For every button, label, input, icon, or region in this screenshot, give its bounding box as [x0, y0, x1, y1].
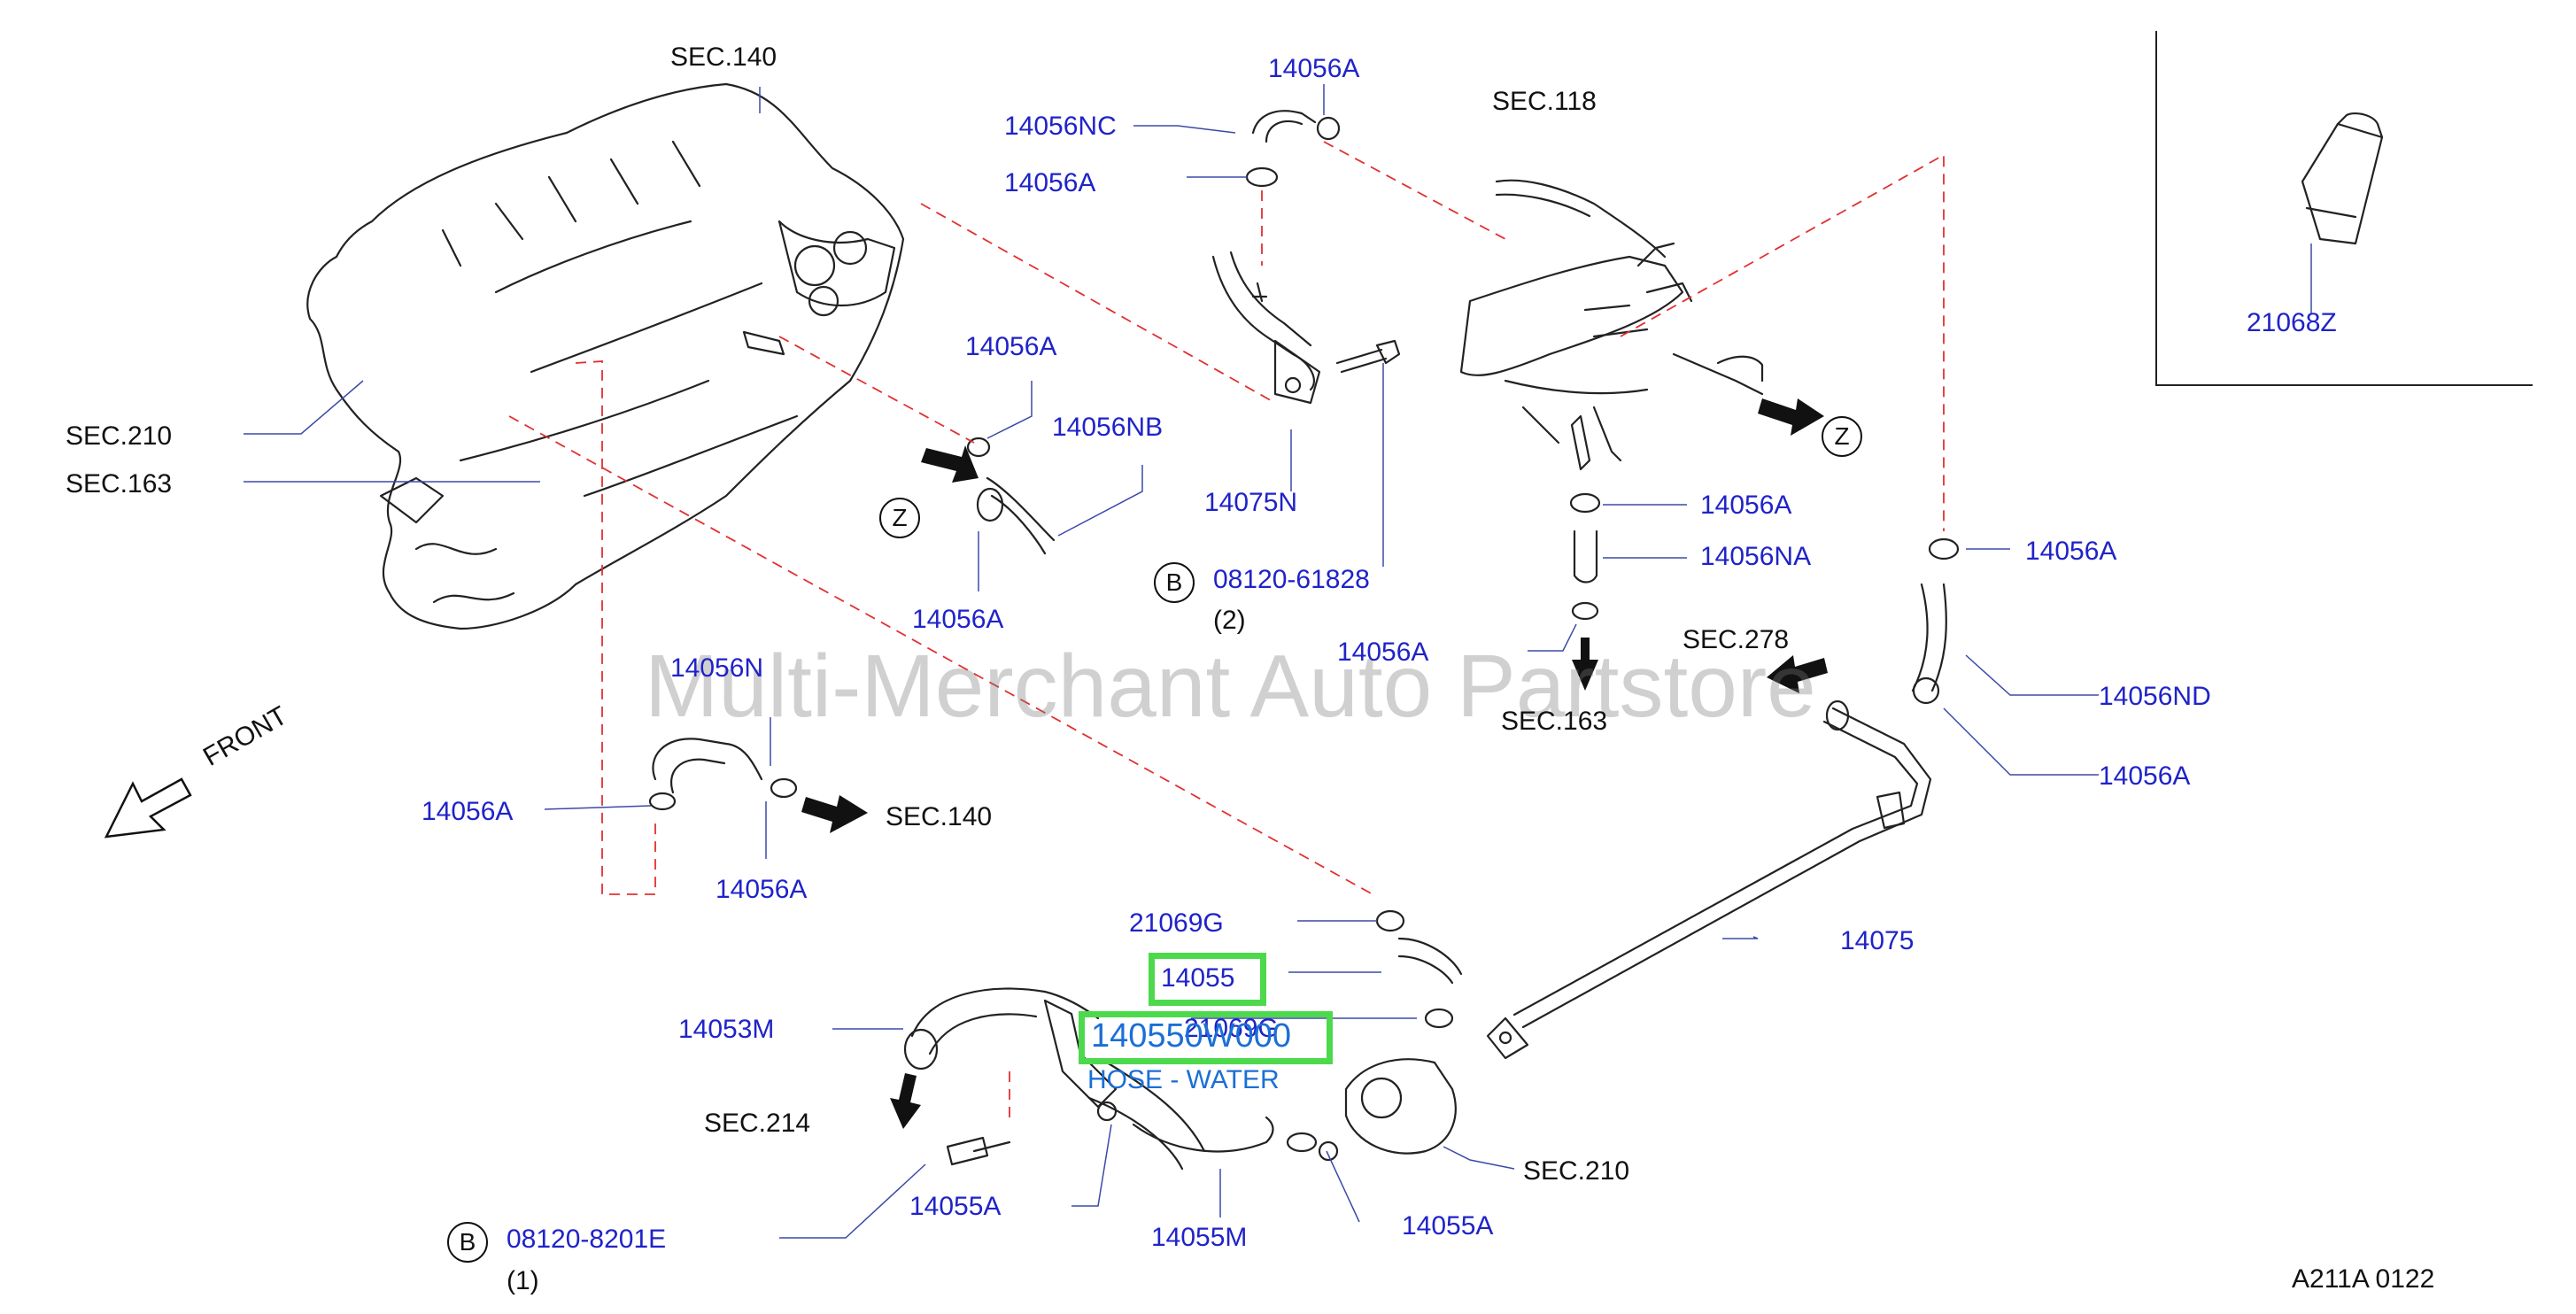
part-14055M[interactable]: 14055M [1151, 1223, 1248, 1252]
part-14056A[interactable]: 14056A [1268, 54, 1360, 83]
arrow-z-left [921, 445, 979, 483]
callout-sec214: SEC.214 [704, 1109, 811, 1138]
b-marker-mid: B [1154, 562, 1195, 603]
part-14056N[interactable]: 14056N [670, 653, 764, 683]
z-marker-right: Z [1822, 416, 1862, 457]
arrow-sec163 [1572, 638, 1598, 691]
part-14056A[interactable]: 14056A [1700, 491, 1792, 520]
arrow-sec140 [801, 795, 868, 833]
part-14056A[interactable]: 14056A [965, 332, 1057, 361]
part-14055[interactable]: 14055 [1161, 963, 1235, 993]
inset-frame [2155, 31, 2533, 386]
part-14055A[interactable]: 14055A [909, 1192, 1002, 1221]
part-14056ND[interactable]: 14056ND [2099, 682, 2211, 711]
qty-1: (1) [507, 1266, 539, 1295]
highlight-part-number[interactable]: 140550W000 [1091, 1017, 1292, 1055]
front-arrow-icon [104, 777, 192, 839]
b-marker-bottom: B [447, 1222, 488, 1263]
callout-sec278: SEC.278 [1683, 625, 1790, 654]
part-08120-61828[interactable]: 08120-61828 [1213, 565, 1370, 594]
part-14053M[interactable]: 14053M [678, 1015, 775, 1044]
part-21069G[interactable]: 21069G [1184, 1014, 1279, 1043]
part-14075[interactable]: 14075 [1840, 926, 1915, 955]
part-14056A[interactable]: 14056A [2025, 537, 2117, 566]
part-21069G[interactable]: 21069G [1129, 908, 1224, 938]
callout-sec163-right: SEC.163 [1501, 707, 1608, 736]
arrow-sec278 [1767, 655, 1828, 693]
part-14056NC[interactable]: 14056NC [1004, 112, 1117, 141]
part-21068Z[interactable]: 21068Z [2247, 308, 2337, 337]
callout-sec210-left: SEC.210 [66, 421, 173, 451]
part-14055A[interactable]: 14055A [1402, 1211, 1494, 1241]
highlight-part-description: HOSE - WATER [1087, 1065, 1280, 1094]
callout-sec118: SEC.118 [1492, 87, 1597, 116]
part-14075N[interactable]: 14075N [1204, 488, 1298, 517]
qty-2: (2) [1213, 606, 1246, 635]
arrow-z-right [1758, 398, 1824, 436]
part-14056NB[interactable]: 14056NB [1052, 413, 1164, 442]
callout-sec140-top: SEC.140 [670, 43, 777, 72]
diagram-code: A211A 0122 [2292, 1264, 2435, 1294]
highlight-box-14055 [1149, 953, 1266, 1006]
part-14056A[interactable]: 14056A [912, 605, 1004, 634]
part-14056A[interactable]: 14056A [2099, 761, 2191, 791]
part-14056NA[interactable]: 14056NA [1700, 542, 1812, 571]
callout-sec210-bottom: SEC.210 [1523, 1156, 1630, 1186]
part-14056A[interactable]: 14056A [1004, 168, 1096, 197]
part-08120-8201E[interactable]: 08120-8201E [507, 1225, 667, 1254]
part-14056A[interactable]: 14056A [1337, 638, 1429, 667]
arrow-sec214 [890, 1073, 921, 1129]
z-marker-left: Z [879, 498, 920, 538]
part-14056A[interactable]: 14056A [716, 875, 808, 904]
callout-sec163-left: SEC.163 [66, 469, 173, 499]
engine-block [306, 82, 905, 630]
watermark: Multi-Merchant Auto Partstore [645, 637, 1816, 736]
part-14056A[interactable]: 14056A [422, 797, 514, 826]
callout-sec140-mid: SEC.140 [886, 802, 993, 831]
highlight-box-part-number [1079, 1011, 1333, 1064]
